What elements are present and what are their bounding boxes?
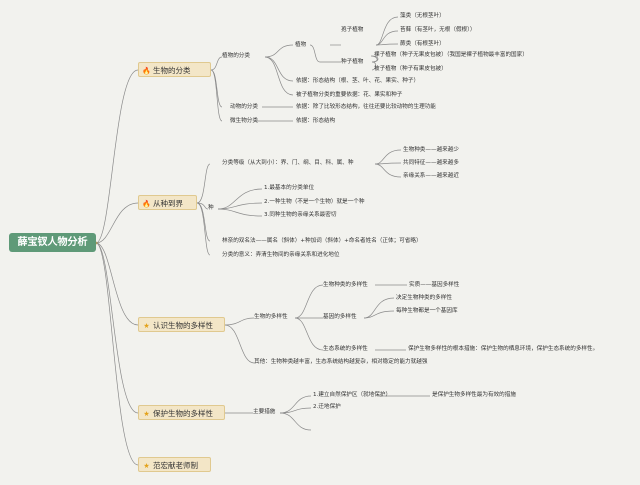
node-plant[interactable]: 植物: [295, 42, 307, 48]
branch-label: 从种到界: [153, 199, 183, 208]
branch-label: 范宏献老师制: [153, 461, 198, 470]
node-classification-meaning[interactable]: 分类的意义：弄清生物间的亲缘关系和进化地位: [222, 252, 340, 258]
branch-label: 认识生物的多样性: [153, 321, 213, 330]
node-fern[interactable]: 蕨类（有根茎叶）: [400, 41, 445, 47]
fire-icon: 🔥: [142, 200, 151, 208]
node-species-diversity[interactable]: 生物种类的多样性: [323, 282, 368, 288]
branch-biodiversity[interactable]: ★认识生物的多样性: [138, 317, 225, 332]
star-icon: ★: [143, 322, 150, 330]
node-spore-plant[interactable]: 孢子植物: [341, 27, 364, 33]
branch-author[interactable]: ★范宏献老师制: [138, 457, 211, 472]
node-main-measures[interactable]: 主要措施: [253, 409, 276, 415]
root-topic[interactable]: 薛宝钗人物分析: [9, 233, 96, 252]
branch-classification[interactable]: 🔥生物的分类: [138, 62, 211, 77]
node-plant-basis[interactable]: 依据：形态结构（根、茎、叶、花、果实、种子）: [296, 78, 420, 84]
node-angiosperm-basis[interactable]: 被子植物分类的重要依据：花、果实和种子: [296, 92, 403, 98]
node-animal-classification[interactable]: 动物的分类: [230, 104, 258, 110]
node-seed-plant[interactable]: 种子植物: [341, 59, 364, 65]
branch-species-to-kingdom[interactable]: 🔥从种到界: [138, 195, 197, 210]
node-animal-basis[interactable]: 依据：除了比较形态结构，往往还要比较动物的生理功能: [296, 104, 436, 110]
node-angiosperm[interactable]: 被子植物（种子有果皮包被）: [374, 66, 447, 72]
branch-label: 生物的分类: [153, 66, 191, 75]
node-species-fact-1[interactable]: 1.最基本的分类单位: [264, 185, 315, 191]
node-species-fact-2[interactable]: 2.一种生物（不是一个生物）就是一个种: [264, 199, 365, 205]
node-species-fact-3[interactable]: 3.同种生物的亲缘关系最密切: [264, 212, 337, 218]
node-taxonomic-ranks[interactable]: 分类等级（从大到小）：界、门、纲、目、科、属、种: [222, 160, 354, 166]
star-icon: ★: [143, 462, 150, 470]
star-icon: ★: [143, 410, 150, 418]
node-gymnosperm[interactable]: 裸子植物（种子无果皮包被）（我国是裸子植物最丰富的国家）: [374, 52, 528, 58]
node-moss[interactable]: 苔藓（有茎叶，无根（假根））: [400, 27, 476, 33]
node-gene-fact-1[interactable]: 决定生物种类的多样性: [396, 295, 452, 301]
node-microbe-classification[interactable]: 微生物分类: [230, 118, 258, 124]
node-fundamental-measure[interactable]: 保护生物多样性的根本措施：保护生物的栖息环境，保护生态系统的多样性。: [408, 346, 599, 352]
node-ex-situ[interactable]: 2.迁地保护: [313, 404, 341, 410]
branch-label: 保护生物的多样性: [153, 409, 213, 418]
node-rank-kinship[interactable]: 亲缘关系——越来越近: [403, 173, 459, 179]
fire-icon: 🔥: [142, 67, 151, 75]
node-other[interactable]: 其他：生物种类越丰富，生态系统结构越复杂，相对稳定的能力就越强: [254, 359, 428, 365]
node-most-effective[interactable]: 是保护生物多样性最为有效的措施: [432, 392, 516, 398]
node-gene-diversity[interactable]: 基因的多样性: [323, 314, 357, 320]
node-plant-classification[interactable]: 植物的分类: [222, 53, 250, 59]
branch-protect-biodiversity[interactable]: ★保护生物的多样性: [138, 405, 225, 420]
node-binomial-nomenclature[interactable]: 林奈的双名法——属名（斜体）+种加词（斜体）+命名者姓名（正体；可省略）: [222, 238, 422, 244]
node-gene-fact-2[interactable]: 每种生物都是一个基因库: [396, 308, 458, 314]
node-nature-reserve[interactable]: 1.建立自然保护区（就地保护）: [313, 392, 392, 398]
node-rank-species-count[interactable]: 生物种类——越来越少: [403, 147, 459, 153]
node-rank-common-traits[interactable]: 共同特征——越来越多: [403, 160, 459, 166]
node-ecosystem-diversity[interactable]: 生态系统的多样性: [323, 346, 368, 352]
node-species[interactable]: 种: [208, 205, 214, 211]
node-algae[interactable]: 藻类（无根茎叶）: [400, 13, 445, 19]
node-biodiversity[interactable]: 生物的多样性: [254, 314, 288, 320]
node-microbe-basis[interactable]: 依据：形态结构: [296, 118, 336, 124]
node-essence[interactable]: 实质——基因多样性: [409, 282, 460, 288]
